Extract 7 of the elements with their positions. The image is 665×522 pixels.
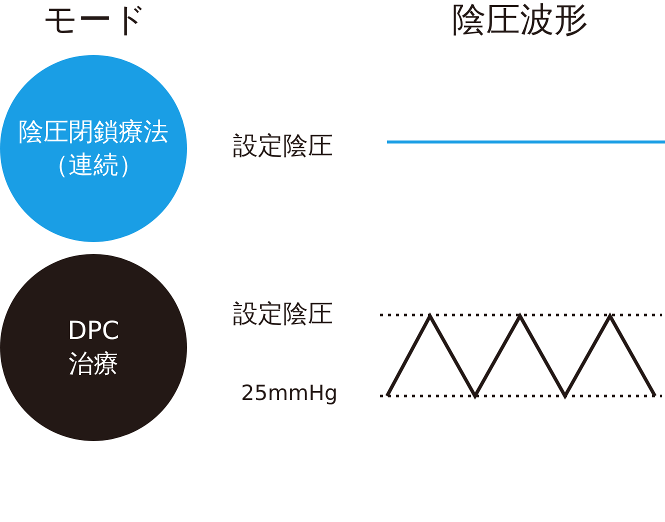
pressure-label: 25mmHg [241,381,338,405]
pressure-label: 設定陰圧 [233,130,333,162]
pressure-label: 設定陰圧 [233,298,333,330]
mode-label: 陰圧閉鎖療法（連続） [18,116,170,180]
mode-label: DPC治療 [66,315,120,380]
column-heading: 陰圧波形 [452,0,588,42]
column-heading: モード [43,0,147,42]
